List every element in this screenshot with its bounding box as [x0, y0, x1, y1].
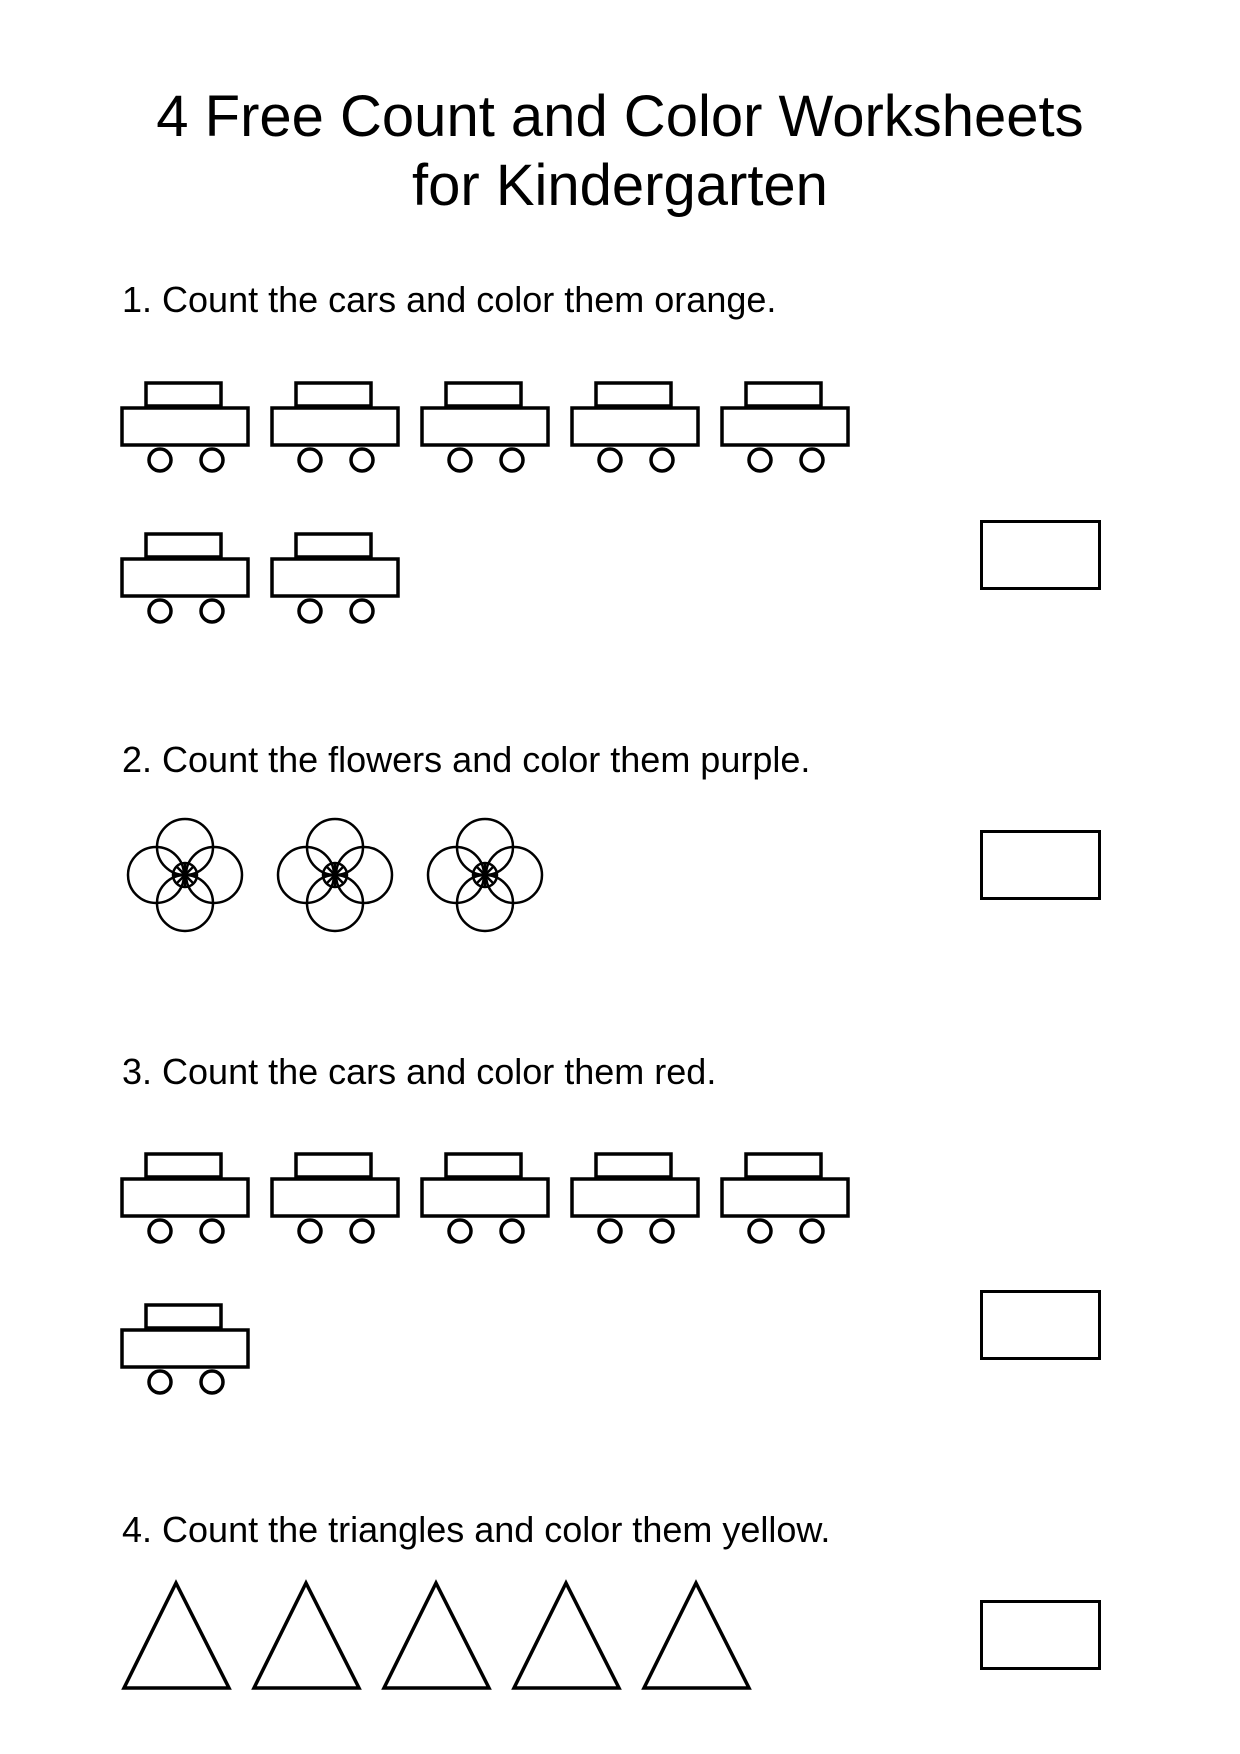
question-4-text: 4. Count the triangles and color them ye…: [122, 1509, 831, 1550]
question-2-shapes: [126, 817, 544, 933]
page-title-line-1: 4 Free Count and Color Worksheets: [156, 84, 1084, 149]
question-4-shapes: [122, 1581, 751, 1690]
flower-outline-icon[interactable]: [126, 817, 244, 933]
flower-outline-icon[interactable]: [276, 817, 394, 933]
car-outline-icon[interactable]: [570, 381, 700, 473]
answer-box-4[interactable]: [980, 1600, 1101, 1670]
answer-box-2[interactable]: [980, 830, 1101, 900]
flower-outline-icon[interactable]: [426, 817, 544, 933]
car-outline-icon[interactable]: [420, 381, 550, 473]
triangle-outline-icon[interactable]: [642, 1581, 751, 1690]
triangle-outline-icon[interactable]: [252, 1581, 361, 1690]
car-outline-icon[interactable]: [270, 1152, 400, 1244]
car-outline-icon[interactable]: [420, 1152, 550, 1244]
car-outline-icon[interactable]: [120, 381, 250, 473]
question-1-text: 1. Count the cars and color them orange.: [122, 279, 777, 320]
car-outline-icon[interactable]: [120, 1152, 250, 1244]
car-outline-icon[interactable]: [570, 1152, 700, 1244]
question-2-text: 2. Count the flowers and color them purp…: [122, 739, 811, 780]
car-outline-icon[interactable]: [720, 381, 850, 473]
question-1-shapes: [120, 381, 850, 624]
car-outline-icon[interactable]: [120, 1303, 250, 1395]
answer-box-3[interactable]: [980, 1290, 1101, 1360]
car-outline-icon[interactable]: [270, 381, 400, 473]
triangle-outline-icon[interactable]: [512, 1581, 621, 1690]
question-3-shapes: [120, 1152, 850, 1395]
car-outline-icon[interactable]: [720, 1152, 850, 1244]
answer-box-1[interactable]: [980, 520, 1101, 590]
page-title-line-2: for Kindergarten: [412, 153, 828, 218]
car-outline-icon[interactable]: [120, 532, 250, 624]
triangle-outline-icon[interactable]: [382, 1581, 491, 1690]
triangle-outline-icon[interactable]: [122, 1581, 231, 1690]
question-3-text: 3. Count the cars and color them red.: [122, 1051, 717, 1092]
car-outline-icon[interactable]: [270, 532, 400, 624]
